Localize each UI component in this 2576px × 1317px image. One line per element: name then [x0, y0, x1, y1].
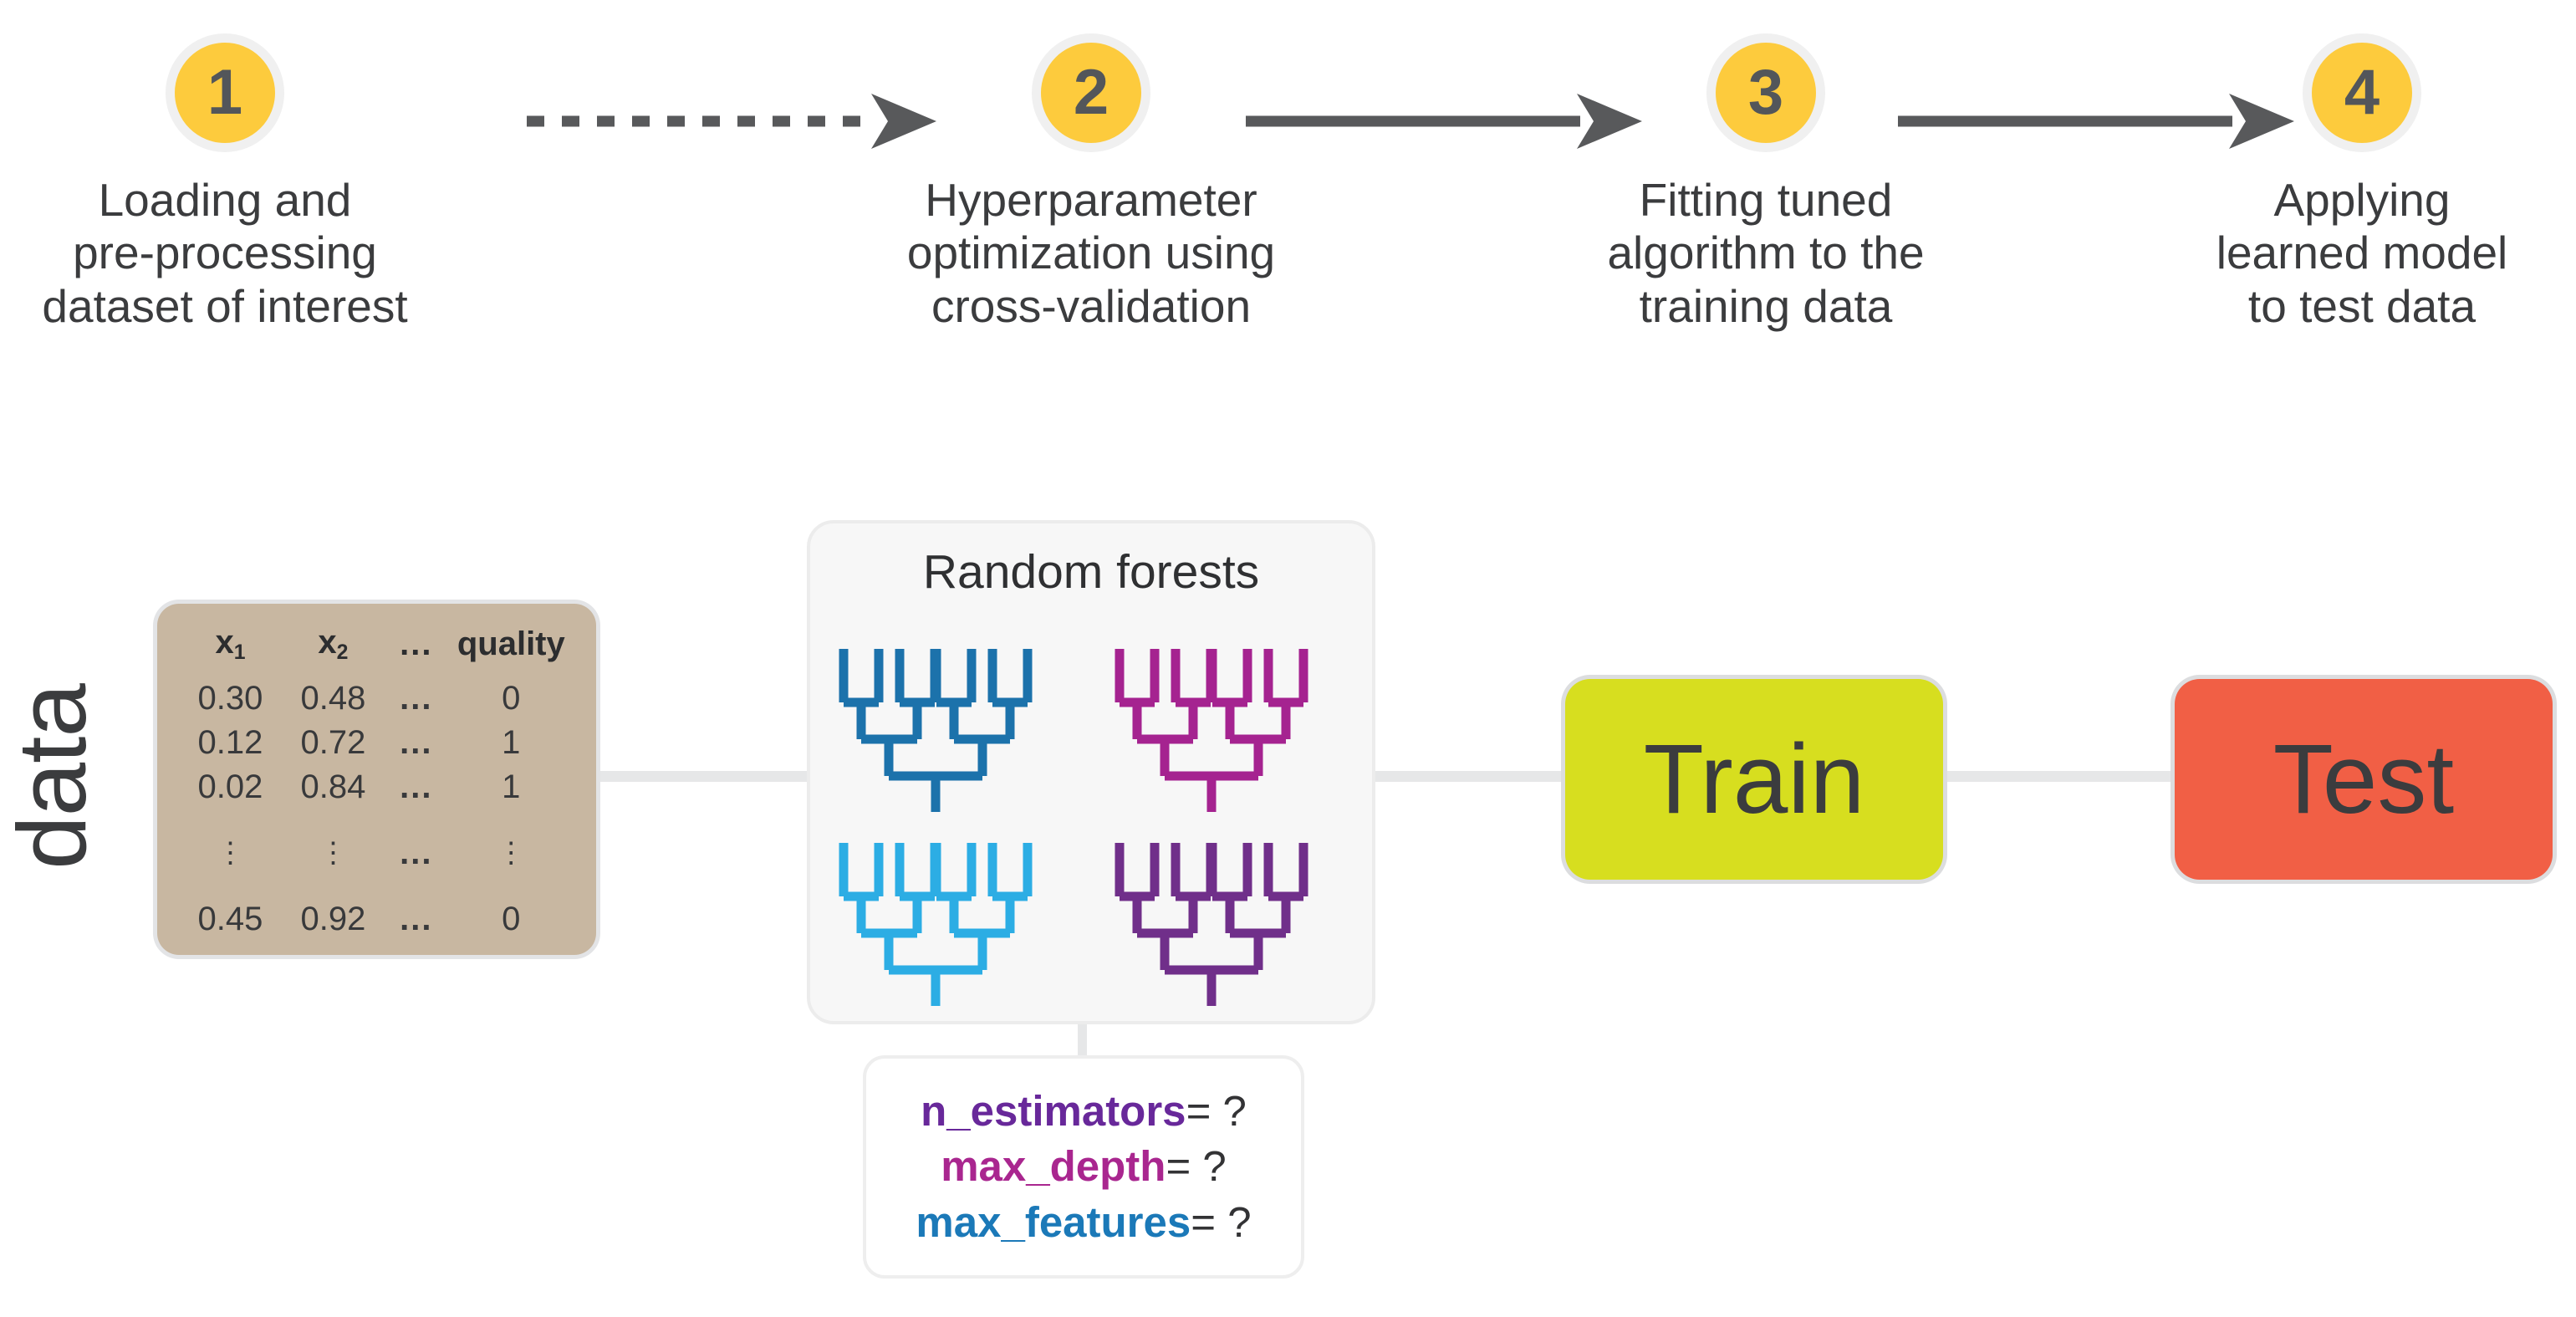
- cell-ellipsis: ...: [400, 834, 433, 871]
- hyperparameters-card: n_estimators= ? max_depth= ? max_feature…: [863, 1055, 1304, 1279]
- train-split-box: Train: [1565, 679, 1943, 880]
- arrow-step2-to-step3: [1246, 92, 1647, 151]
- column-header-ellipsis: ...: [400, 625, 433, 662]
- equals-sign: =: [1191, 1197, 1228, 1246]
- hyperparameter-row-n-estimators: n_estimators= ?: [921, 1084, 1247, 1139]
- cell-ellipsis: ...: [400, 723, 433, 761]
- hyperparameter-value-max-features: ?: [1227, 1197, 1252, 1246]
- hyperparameter-name-n-estimators: n_estimators: [921, 1087, 1186, 1136]
- decision-tree-icon-2: [1111, 642, 1312, 818]
- dataset-table-card: x1 x2 ... quality 0.30 0.48 ... 0 0.12 0…: [157, 604, 596, 955]
- hyperparameter-name-max-features: max_features: [916, 1197, 1191, 1246]
- step-4-number-badge: 4: [2303, 33, 2421, 152]
- equals-sign: =: [1166, 1142, 1203, 1191]
- cell-x2: 0.72: [300, 723, 366, 761]
- table-row-ellipsis: ⋮ ⋮ ... ⋮: [179, 831, 574, 875]
- step-1-label: Loading and pre-processing dataset of in…: [42, 174, 408, 332]
- column-header-x1: x1: [215, 624, 246, 664]
- table-row: 0.12 0.72 ... 1: [179, 721, 574, 765]
- cell-quality: 1: [502, 768, 521, 805]
- step-4-label: Applying learned model to test data: [2216, 174, 2508, 332]
- tree-grid: [835, 642, 1354, 1010]
- decision-tree-icon-4: [1111, 836, 1312, 1012]
- cell-ellipsis: ...: [400, 768, 433, 805]
- column-header-x2: x2: [318, 624, 349, 664]
- cell-quality: 0: [502, 679, 521, 717]
- hyperparameter-row-max-depth: max_depth= ?: [941, 1139, 1227, 1194]
- cell-x1: 0.30: [197, 679, 263, 717]
- step-2-number-badge: 2: [1032, 33, 1150, 152]
- data-side-label: data: [0, 684, 106, 870]
- equals-sign: =: [1186, 1087, 1223, 1136]
- step-3-number-badge: 3: [1706, 33, 1825, 152]
- table-header-row: x1 x2 ... quality: [179, 622, 574, 676]
- hyperparameter-row-max-features: max_features= ?: [916, 1195, 1251, 1250]
- table-spacer-row: [179, 809, 574, 831]
- step-4: 4 Applying learned model to test data: [2128, 33, 2576, 333]
- cell-x1: 0.02: [197, 768, 263, 805]
- hyperparameter-value-max-depth: ?: [1202, 1142, 1227, 1191]
- step-2: 2 Hyperparameter optimization using cros…: [857, 33, 1325, 333]
- cell-x2: 0.48: [300, 679, 366, 717]
- hyperparameter-value-n-estimators: ?: [1222, 1087, 1247, 1136]
- arrow-step3-to-step4: [1898, 92, 2299, 151]
- cell-x2: ⋮: [319, 836, 348, 869]
- cell-quality: ⋮: [497, 836, 526, 869]
- cell-ellipsis: ...: [400, 900, 433, 937]
- step-1: 1 Loading and pre-processing dataset of …: [0, 33, 459, 333]
- test-split-box: Test: [2175, 679, 2553, 880]
- cell-x1: 0.12: [197, 723, 263, 761]
- cell-x2: 0.92: [300, 900, 366, 937]
- cell-quality: 1: [502, 723, 521, 761]
- step-3-label: Fitting tuned algorithm to the training …: [1607, 174, 1925, 332]
- dataset-table: x1 x2 ... quality 0.30 0.48 ... 0 0.12 0…: [179, 622, 574, 942]
- cell-x1: 0.45: [197, 900, 263, 937]
- step-3: 3 Fitting tuned algorithm to the trainin…: [1532, 33, 2000, 333]
- step-2-label: Hyperparameter optimization using cross-…: [906, 174, 1276, 332]
- model-card-random-forests: Random forests: [807, 520, 1375, 1024]
- table-spacer-row: [179, 875, 574, 897]
- connector-model-to-train: [1375, 771, 1568, 782]
- cell-ellipsis: ...: [400, 679, 433, 717]
- arrow-step1-to-step2: [527, 92, 945, 151]
- connector-dataset-to-model: [596, 771, 809, 782]
- cell-x2: 0.84: [300, 768, 366, 805]
- cell-x1: ⋮: [216, 836, 245, 869]
- table-row: 0.30 0.48 ... 0: [179, 676, 574, 721]
- connector-train-to-test: [1941, 771, 2177, 782]
- step-1-number-badge: 1: [166, 33, 284, 152]
- column-header-quality: quality: [457, 625, 565, 662]
- table-row: 0.45 0.92 ... 0: [179, 897, 574, 942]
- hyperparameter-name-max-depth: max_depth: [941, 1142, 1166, 1191]
- cell-quality: 0: [502, 900, 521, 937]
- connector-model-to-hyperparameters: [1078, 1024, 1087, 1058]
- decision-tree-icon-1: [835, 642, 1036, 818]
- table-row: 0.02 0.84 ... 1: [179, 765, 574, 809]
- model-card-title: Random forests: [922, 545, 1260, 599]
- decision-tree-icon-3: [835, 836, 1036, 1012]
